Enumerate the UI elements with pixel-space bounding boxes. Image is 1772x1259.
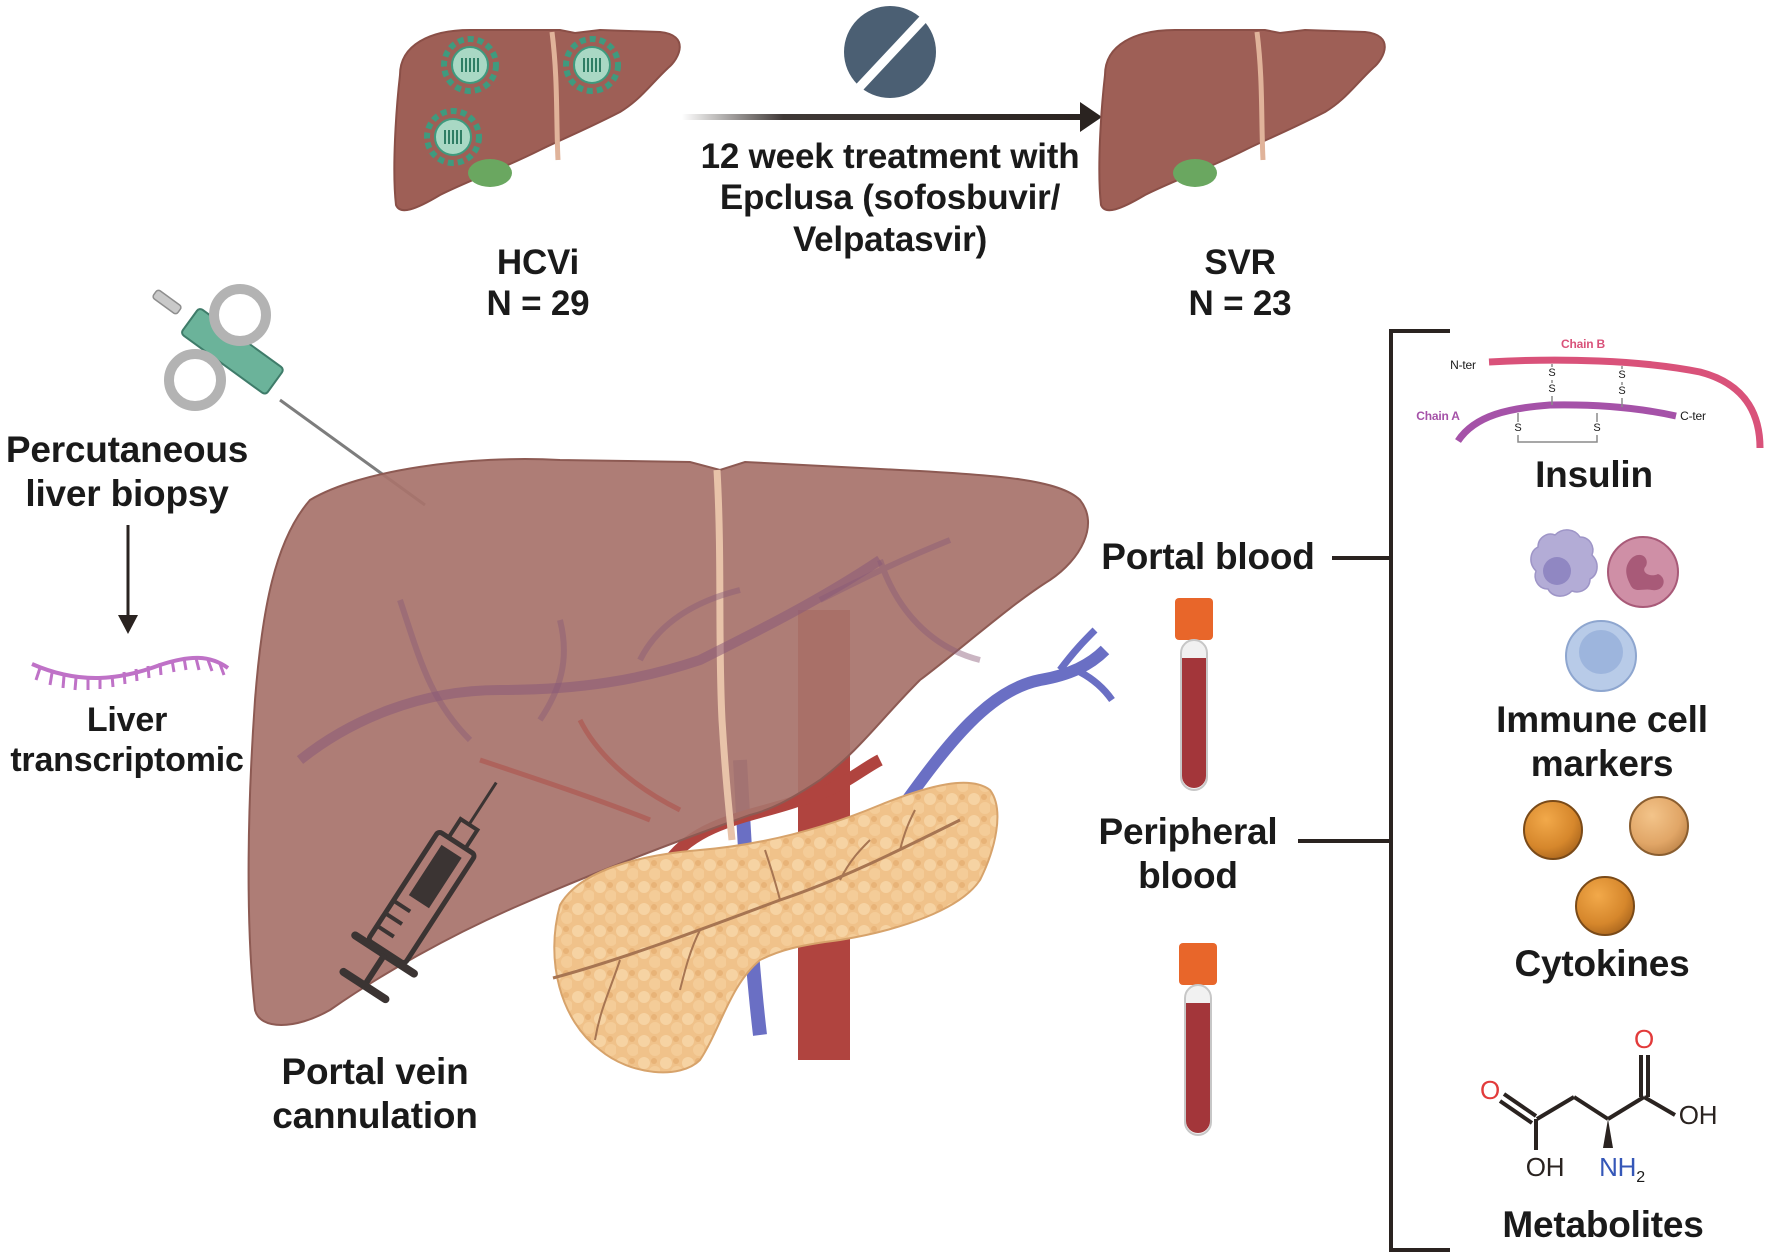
atom-o-top: O: [1633, 1024, 1655, 1054]
metabolite-molecule-icon: [1498, 1055, 1677, 1150]
biopsy-label-line-2: liver biopsy: [25, 472, 229, 514]
svr-label: SVR: [1204, 243, 1276, 282]
peripheral-blood-label: Peripheral blood: [1099, 810, 1278, 897]
cannulation-label-line-2: cannulation: [272, 1094, 478, 1136]
cytokine-icon: [1629, 796, 1689, 856]
hcvi-n: N = 29: [486, 284, 590, 324]
peripheral-blood-line-2: blood: [1138, 854, 1238, 896]
treatment-label: 12 week treatment with Epclusa (sofosbuv…: [701, 136, 1080, 260]
hepatic-artery: [665, 754, 883, 864]
biopsy-label-line-1: Percutaneous: [5, 429, 249, 470]
pill-icon: [844, 6, 936, 98]
atom-oh-right: OH: [1679, 1100, 1718, 1131]
hcvi-label: HCVi: [496, 243, 580, 282]
cannulation-label: Portal vein cannulation: [272, 1050, 478, 1137]
cytokines-label: Cytokines: [1514, 943, 1690, 984]
treatment-line-1: 12 week treatment with: [700, 137, 1080, 176]
transcriptomic-label-line-2: transcriptomic: [10, 741, 244, 780]
peripheral-blood-tube-icon: [1179, 943, 1217, 1136]
immune-markers-label: Immune cell markers: [1496, 698, 1708, 785]
hcvi-group-label: HCVi N = 29: [487, 242, 590, 325]
atom-oh-bottom: OH: [1526, 1152, 1565, 1183]
insulin-chain-a-label: Chain A: [1416, 409, 1460, 423]
analytes-bracket: [1298, 329, 1450, 1252]
atom-nh2: NH2: [1599, 1152, 1645, 1188]
biopsy-label: Percutaneous liver biopsy: [6, 428, 248, 515]
disulfide-s: S: [1593, 422, 1601, 435]
biopsy-needle-icon: [152, 284, 426, 507]
portal-blood-label: Portal blood: [1101, 536, 1315, 577]
atom-nh-text: NH: [1599, 1152, 1637, 1182]
disulfide-s: S: [1548, 383, 1556, 396]
cannulation-label-line-1: Portal vein: [281, 1051, 469, 1092]
insulin-label: Insulin: [1535, 454, 1653, 495]
atom-nh-subscript: 2: [1636, 1169, 1645, 1186]
disulfide-s: S: [1548, 367, 1556, 380]
svr-liver-icon: [1098, 28, 1386, 212]
virus-icon: [424, 108, 482, 166]
treatment-line-2: Epclusa (sofosbuvir/: [719, 178, 1061, 218]
transcriptomic-label: Liver transcriptomic: [10, 700, 244, 780]
insulin-c-ter-label: C-ter: [1680, 409, 1706, 423]
atom-o-left: O: [1479, 1075, 1501, 1105]
atom-oh-right-text: OH: [1678, 1100, 1718, 1130]
treatment-arrow: [682, 102, 1102, 132]
cytokine-icon: [1575, 876, 1635, 936]
virus-icon: [563, 36, 621, 94]
pancreas-illustration: [552, 781, 999, 1074]
rna-strand-icon: [31, 655, 230, 691]
lymphocyte-icon: [1565, 620, 1637, 692]
biopsy-to-transcriptomic-arrow: [118, 525, 138, 634]
atom-oh-bottom-text: OH: [1525, 1152, 1565, 1182]
insulin-chain-b-label: Chain B: [1561, 337, 1605, 351]
syringe-icon: [339, 781, 498, 1004]
cytokine-icon: [1523, 800, 1583, 860]
disulfide-s: S: [1618, 369, 1626, 382]
hcvi-liver-icon: [393, 28, 681, 212]
splenic-vein-branch: [1057, 627, 1115, 703]
disulfide-s: S: [1618, 385, 1626, 398]
virus-icon: [441, 36, 499, 94]
svr-group-label: SVR N = 23: [1189, 242, 1292, 325]
macrophage-icon: [1530, 529, 1598, 597]
neutrophil-icon: [1607, 536, 1679, 608]
portal-blood-tube-icon: [1175, 598, 1213, 791]
svr-n: N = 23: [1188, 284, 1292, 324]
immune-label-line-1: Immune cell: [1496, 699, 1708, 740]
insulin-n-ter-label: N-ter: [1450, 358, 1476, 372]
splenic-vein: [895, 645, 1110, 814]
disulfide-s: S: [1514, 422, 1522, 435]
metabolites-label: Metabolites: [1502, 1204, 1704, 1245]
treatment-line-3: Velpatasvir): [792, 219, 988, 259]
immune-label-line-2: markers: [1530, 742, 1674, 784]
insulin-icon: [1455, 356, 1764, 449]
peripheral-blood-line-1: Peripheral: [1098, 811, 1278, 852]
transcriptomic-label-line-1: Liver: [86, 701, 168, 739]
